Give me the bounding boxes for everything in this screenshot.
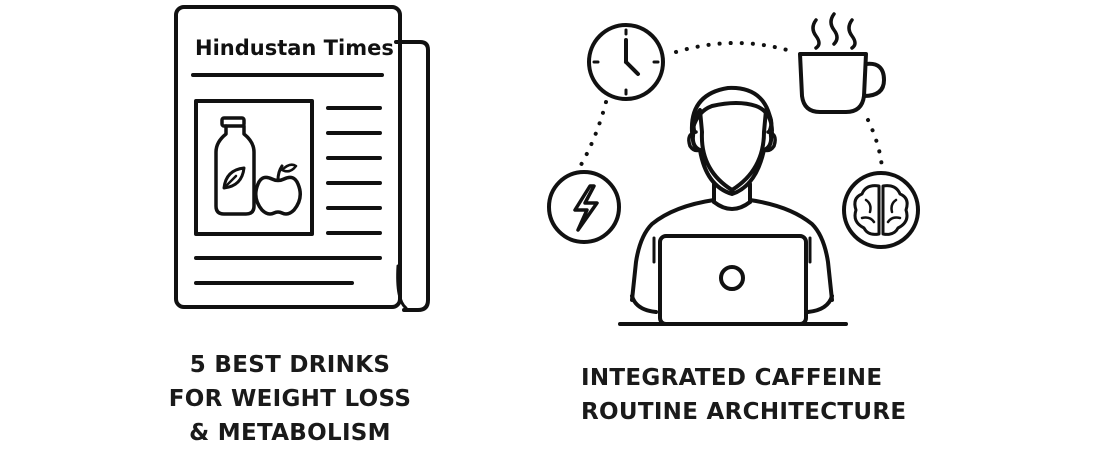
clock-icon bbox=[587, 23, 665, 101]
caption-left-line-3: & METABOLISM bbox=[189, 420, 391, 446]
caption-caffeine-routine: INTEGRATED CAFFEINE ROUTINE ARCHITECTURE bbox=[581, 361, 907, 429]
caption-left-line-2: FOR WEIGHT LOSS bbox=[168, 386, 412, 412]
bottle-icon bbox=[214, 116, 256, 216]
caption-right-line-2: ROUTINE ARCHITECTURE bbox=[581, 399, 907, 425]
newspaper-masthead: Hindustan Times bbox=[195, 36, 394, 60]
laptop-icon bbox=[618, 234, 848, 326]
lightning-bolt-icon bbox=[547, 170, 621, 244]
coffee-cup-icon bbox=[798, 12, 886, 114]
brain-icon bbox=[842, 171, 920, 249]
caption-weight-loss-drinks: 5 BEST DRINKS FOR WEIGHT LOSS & METABOLI… bbox=[140, 348, 440, 450]
newspaper-icon: Hindustan Times bbox=[174, 5, 430, 312]
person-icon bbox=[630, 85, 834, 314]
caption-right-line-1: INTEGRATED CAFFEINE bbox=[581, 365, 883, 391]
apple-icon bbox=[254, 163, 302, 216]
caption-left-line-1: 5 BEST DRINKS bbox=[189, 352, 391, 378]
connector-dots bbox=[576, 41, 884, 172]
